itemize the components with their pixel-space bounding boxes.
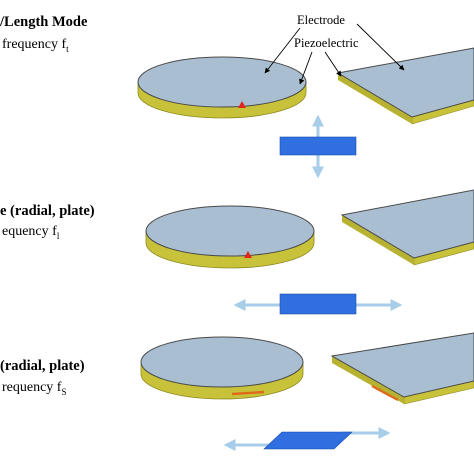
electrode-leader-disc [264,27,301,74]
piezoelectric-callout-label: Piezoelectric [294,36,359,50]
motion-block-2 [279,293,357,315]
disc-3-marker [231,390,265,396]
mode-3-heading: (radial, plate) [0,358,85,374]
plate-1-electrode [336,47,474,118]
disc-3-electrode [140,336,304,388]
motion-block-1 [279,136,357,156]
disc-3 [140,336,304,400]
mode-2-heading: e (radial, plate) [0,203,95,219]
plate-2-electrode [340,189,474,259]
plate-2 [340,189,474,266]
mode-3-frequency-label: requency fS [2,380,66,397]
mode-row-3: (radial, plate) requency fS [0,332,474,451]
mode-1-heading: /Length Mode [0,14,88,30]
mode-2-frequency-label: equency fl [2,224,60,241]
electrode-leader-plate [356,23,405,71]
disc-2-electrode [145,205,315,257]
plate-3 [330,332,474,405]
plate-2-left-edge [342,215,414,265]
mode-row-2: e (radial, plate) equency fl [0,189,474,315]
plate-3-left-edge [332,356,404,404]
plate-1 [336,47,474,125]
motion-indicator-3 [223,427,391,451]
electrode-callout-label: Electrode [297,13,345,27]
motion-indicator-1 [279,114,357,179]
disc-1-marker [238,101,246,108]
motion-indicator-2 [233,293,403,315]
mode-row-1: /Length Mode frequency ft Electrode Piez… [0,13,474,179]
piezoelectric-leader-disc [299,51,313,85]
plate-1-left-edge [338,73,412,124]
mode-1-frequency-label: frequency ft [2,37,69,54]
disc-1-electrode [137,56,307,108]
plate-3-electrode [330,332,474,398]
motion-block-3 [263,431,353,450]
disc-1 [137,56,307,119]
piezoelectric-leader-plate [324,51,342,77]
plate-3-marker [371,384,399,402]
disc-2 [145,205,315,269]
disc-2-marker [244,251,252,258]
